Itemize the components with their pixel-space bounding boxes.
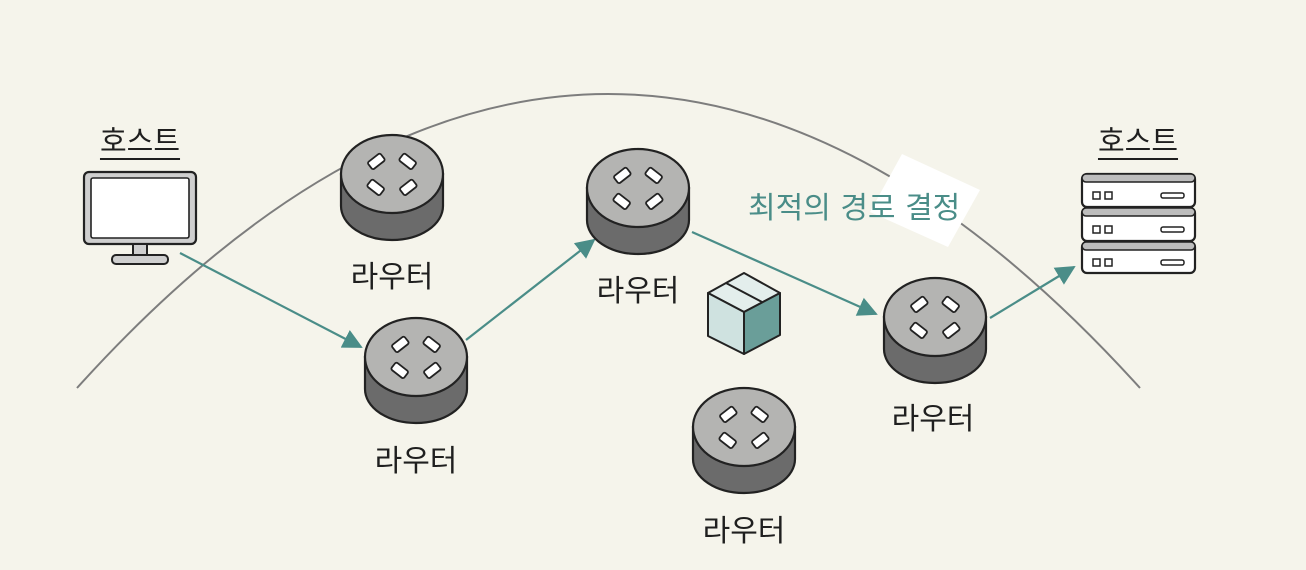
route-arrow-3 [691, 230, 878, 316]
router-5-icon [691, 386, 797, 495]
callout-note [870, 154, 980, 247]
network-boundary-arc [76, 93, 1141, 389]
router-1-icon [339, 133, 445, 242]
router-2-label: 라우터 [374, 444, 458, 479]
route-arrow-4 [989, 265, 1076, 319]
server-icon [1080, 172, 1197, 275]
route-arrow-2 [465, 238, 596, 341]
router-3-icon [585, 147, 691, 256]
host-left-label: 호스트 [99, 124, 181, 158]
router-1-label: 라우터 [350, 260, 434, 295]
route-arrows [179, 230, 1076, 348]
router-4-label: 라우터 [891, 402, 975, 437]
router-2-icon [363, 316, 469, 425]
optimal-route-callout: 최적의 경로 결정 [748, 191, 961, 226]
host-right-label: 호스트 [1097, 124, 1179, 158]
router-4-icon [882, 276, 988, 385]
route-arrow-1 [179, 252, 363, 348]
monitor-icon [82, 170, 198, 265]
packet-icon [707, 272, 781, 355]
router-3-label: 라우터 [596, 274, 680, 309]
router-5-label: 라우터 [702, 514, 786, 549]
